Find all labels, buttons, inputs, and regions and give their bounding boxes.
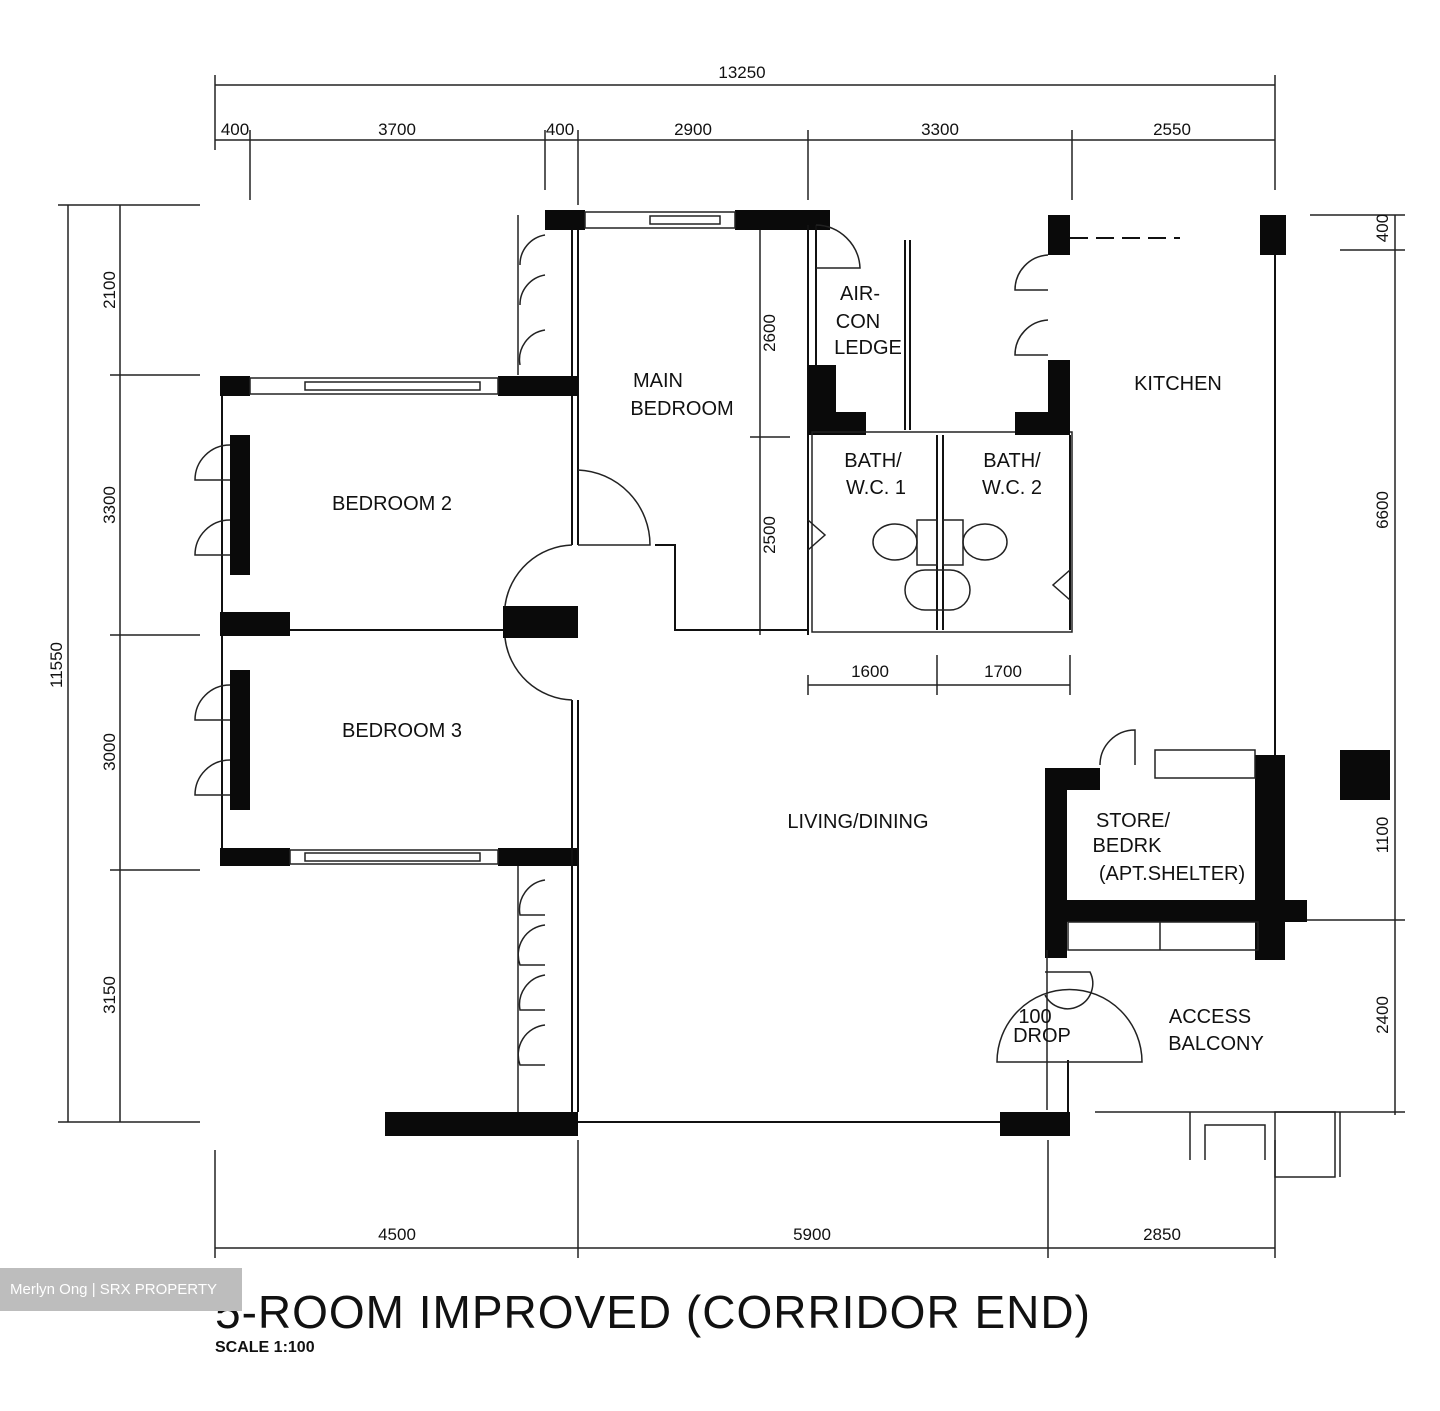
- room-access-balcony: ACCESS: [1169, 1006, 1251, 1028]
- dim-main-bedroom: 2500: [760, 516, 779, 554]
- room-bedroom-3: BEDROOM 3: [342, 720, 462, 742]
- dim-top: 3300: [921, 120, 959, 139]
- room-bath-1: W.C. 1: [846, 477, 906, 499]
- watermark: Merlyn Ong | SRX PROPERTY: [0, 1268, 242, 1311]
- plan-scale: SCALE 1:100: [215, 1339, 315, 1356]
- refuse-chute-label: 100: [1018, 1006, 1051, 1028]
- walls: [220, 210, 1390, 1178]
- room-living-dining: LIVING/DINING: [787, 811, 928, 833]
- dim-top: 2900: [674, 120, 712, 139]
- dim-left: 3300: [100, 486, 119, 524]
- room-aircon-ledge: CON: [836, 311, 880, 333]
- room-store: (APT.SHELTER): [1099, 863, 1245, 885]
- dim-right: 1100: [1373, 817, 1392, 854]
- plan-title: 5-ROOM IMPROVED (CORRIDOR END): [215, 1286, 1091, 1338]
- dim-bath: 1700: [984, 662, 1022, 681]
- dim-left-total: 11550: [47, 642, 66, 688]
- dim-bottom: 5900: [793, 1225, 831, 1244]
- room-bath-2: W.C. 2: [982, 477, 1042, 499]
- doors: [194, 224, 1143, 1110]
- dim-bottom: 2850: [1143, 1225, 1181, 1244]
- dim-bottom: 4500: [378, 1225, 416, 1244]
- dim-main-bedroom: 2600: [760, 314, 779, 352]
- refuse-chute-label: DROP: [1013, 1025, 1071, 1047]
- dim-top: 2550: [1153, 120, 1191, 139]
- room-main-bedroom: MAIN: [633, 370, 683, 392]
- room-access-balcony: BALCONY: [1168, 1033, 1264, 1055]
- dim-top-total: 13250: [718, 63, 765, 82]
- dim-left: 2100: [100, 271, 119, 309]
- dim-top: 400: [546, 120, 574, 139]
- room-store: STORE/: [1096, 810, 1171, 832]
- dim-left: 3000: [100, 733, 119, 771]
- room-store: BEDRK: [1093, 835, 1163, 857]
- dim-right: 6600: [1373, 491, 1392, 529]
- dimension-lines: [58, 75, 1405, 1258]
- room-aircon-ledge: LEDGE: [834, 337, 902, 359]
- dim-bath: 1600: [851, 662, 889, 681]
- dim-right: 2400: [1373, 996, 1392, 1034]
- room-aircon-ledge: AIR-: [840, 283, 880, 305]
- room-bath-2: BATH/: [983, 450, 1041, 472]
- dim-left: 3150: [100, 976, 119, 1014]
- dim-top: 400: [221, 120, 249, 139]
- room-bath-1: BATH/: [844, 450, 902, 472]
- room-kitchen: KITCHEN: [1134, 373, 1222, 395]
- dim-top: 3700: [378, 120, 416, 139]
- room-main-bedroom: BEDROOM: [630, 398, 733, 420]
- dim-right: 400: [1373, 214, 1392, 242]
- room-bedroom-2: BEDROOM 2: [332, 493, 452, 515]
